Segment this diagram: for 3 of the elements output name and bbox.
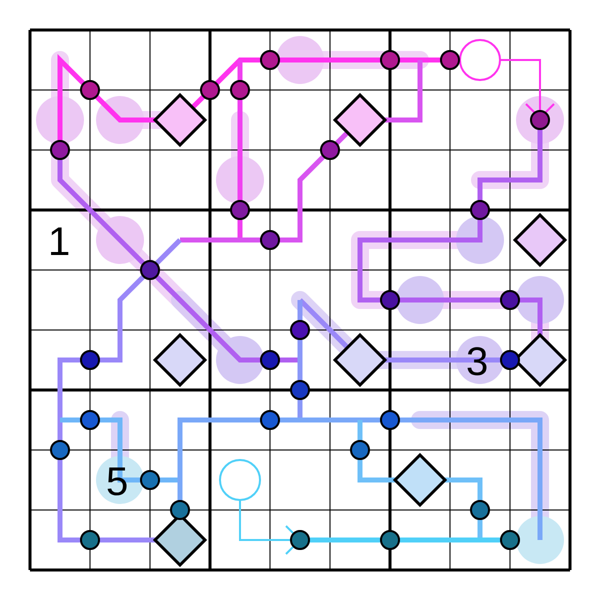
given-digit: 5 [106,462,128,502]
given-digit: 3 [466,342,488,382]
given-digit: 1 [48,222,70,262]
